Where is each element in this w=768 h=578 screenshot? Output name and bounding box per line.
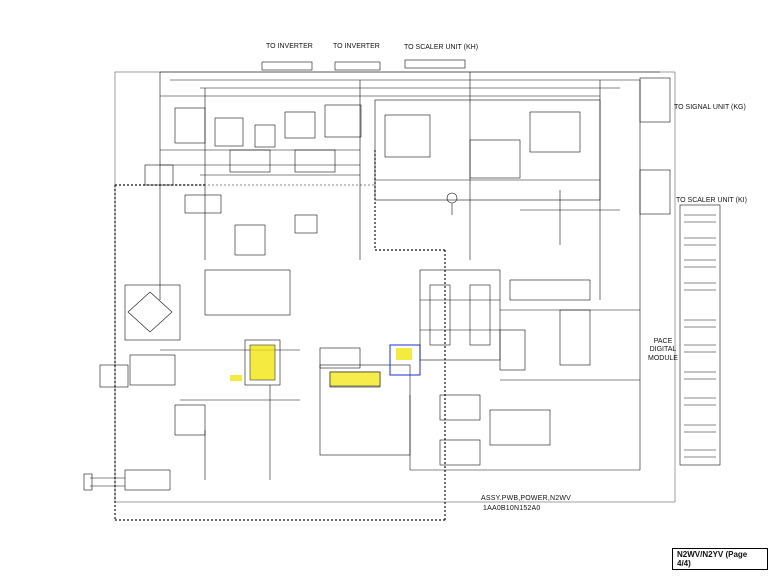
to-scaler-unit-right-label: TO SCALER UNIT (KI) bbox=[676, 197, 747, 204]
assy-label-line2: 1AA0B10N152A0 bbox=[483, 505, 541, 512]
module-line-2: DIGITAL bbox=[649, 346, 677, 354]
to-inverter-label-1: TO INVERTER bbox=[266, 43, 313, 50]
module-line-3: MODULE bbox=[648, 354, 678, 362]
module-line-1: PACE bbox=[653, 338, 673, 345]
to-inverter-label-2: TO INVERTER bbox=[333, 43, 380, 50]
to-signal-unit-label: TO SIGNAL UNIT (KG) bbox=[674, 104, 746, 111]
pace-digital-module-label: PACE DIGITAL MODULE bbox=[648, 338, 678, 363]
to-scaler-unit-top-label: TO SCALER UNIT (KH) bbox=[404, 44, 479, 51]
assy-label-line1: ASSY.PWB,POWER,N2WV bbox=[481, 495, 572, 502]
page-label: N2WV/N2YV (Page 4/4) bbox=[672, 548, 768, 570]
